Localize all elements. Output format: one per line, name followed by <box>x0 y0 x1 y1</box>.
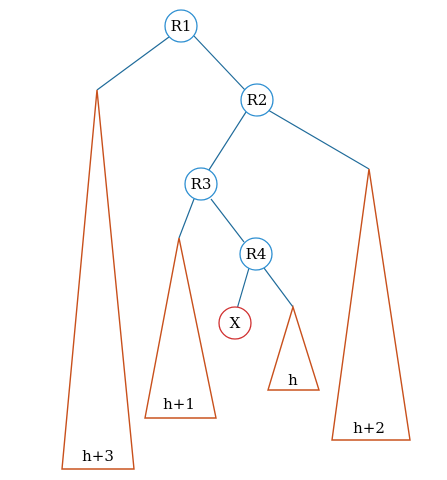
node-r4: R4 <box>239 237 273 271</box>
subtree-r3-left: h+1 <box>144 237 217 419</box>
edge-r1-left-subtree <box>96 36 170 91</box>
node-circle <box>164 9 198 43</box>
subtree-height-label: h+1 <box>163 395 195 413</box>
edge-r3-left-subtree <box>178 198 195 239</box>
node-label: R4 <box>246 245 267 263</box>
edge-r4-x <box>236 267 250 310</box>
edge-r2-r3 <box>206 111 247 174</box>
node-circle <box>184 167 218 201</box>
edge-r1-r2 <box>193 35 246 91</box>
subtree-r2-right: h+2 <box>331 168 411 441</box>
subtree-r1-left: h+3 <box>61 89 135 470</box>
subtree-triangle <box>144 237 217 419</box>
nodes: R1 R2 R3 R4 X <box>164 9 274 340</box>
node-label: R2 <box>247 91 268 109</box>
subtree-triangle <box>61 89 135 470</box>
subtree-triangle <box>331 168 411 441</box>
node-circle <box>240 83 274 117</box>
edge-r2-right-subtree <box>267 109 370 170</box>
node-circle-highlighted <box>218 306 252 340</box>
subtrees: h+3 h+1 h h+2 <box>61 89 411 470</box>
subtree-height-label: h+2 <box>353 419 385 437</box>
edges <box>96 35 370 310</box>
node-r1: R1 <box>164 9 198 43</box>
subtree-height-label: h <box>288 371 298 389</box>
node-circle <box>239 237 273 271</box>
node-r3: R3 <box>184 167 218 201</box>
node-r2: R2 <box>240 83 274 117</box>
edge-r4-right-subtree <box>263 267 294 308</box>
subtree-triangle <box>267 304 320 391</box>
edge-r3-r4 <box>210 198 245 243</box>
subtree-height-label: h+3 <box>82 447 114 465</box>
subtree-r4-right: h <box>267 304 320 391</box>
node-x: X <box>218 306 252 340</box>
node-label: R1 <box>171 17 192 35</box>
node-label: R3 <box>191 175 212 193</box>
node-label: X <box>230 314 241 332</box>
